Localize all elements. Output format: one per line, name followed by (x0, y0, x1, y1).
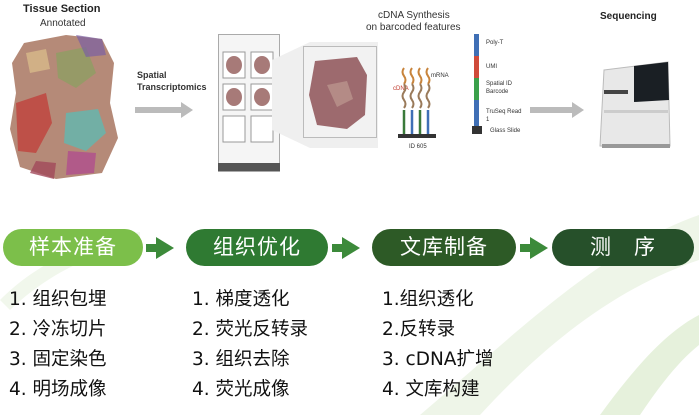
step-pill-sample-prep: 样本准备 (3, 229, 143, 266)
barcode-part-glass-slide: Glass Slide (490, 128, 521, 134)
cdna-synthesis-title-2: on barcoded features (366, 22, 461, 33)
list-item: 1. 梯度透化 (192, 289, 290, 310)
spatial-label-1: Spatial (137, 70, 167, 80)
zoomed-tissue-image (309, 57, 367, 129)
barcode-part-poly-t: Poly-T (486, 40, 504, 46)
cdna-synthesis-title-1: cDNA Synthesis (378, 10, 450, 21)
list-item: 4. 文库构建 (382, 379, 480, 400)
step-pill-tissue-optimization: 组织优化 (186, 229, 328, 266)
list-item: 2. 荧光反转录 (192, 319, 309, 340)
tissue-optimization-list: 1. 梯度透化 2. 荧光反转录 3. 组织去除 4. 荧光成像 (192, 285, 308, 405)
barcode-part-truseq: TruSeq Read 1 (486, 109, 522, 123)
list-item: 3. 固定染色 (9, 349, 107, 370)
mrna-label: mRNA (431, 73, 449, 79)
sample-prep-list: 1. 组织包埋 2. 冷冻切片 3. 固定染色 4. 明场成像 (9, 285, 107, 405)
step-arrow-icon (342, 237, 360, 259)
barcode-part-umi: UMI (486, 64, 497, 70)
step-arrow-stem (332, 244, 344, 252)
step-arrow-icon (530, 237, 548, 259)
list-item: 4. 明场成像 (9, 379, 107, 400)
tissue-section-subtitle: Annotated (40, 18, 86, 29)
list-item: 3. 组织去除 (192, 349, 290, 370)
arrow-right-icon (135, 102, 193, 118)
list-item: 2. 冷冻切片 (9, 319, 107, 340)
list-item: 1.组织透化 (382, 289, 474, 310)
step-arrow-icon (156, 237, 174, 259)
barcoded-strands (398, 67, 436, 138)
step-arrow-stem (520, 244, 532, 252)
sequencer-icon (599, 61, 671, 148)
list-item: 2.反转录 (382, 319, 456, 340)
barcode-part-spatial-id: Spatial ID Barcode (486, 81, 513, 95)
capture-areas (222, 51, 274, 143)
step-arrow-stem (146, 244, 158, 252)
tissue-section-image (10, 35, 118, 179)
step-pill-library-prep: 文库制备 (372, 229, 516, 266)
slide-label-bar (218, 163, 280, 171)
barcode-strand-diagram (472, 34, 482, 134)
id-label: ID 605 (409, 144, 427, 150)
spatial-label-2: Transcriptomics (137, 82, 207, 92)
list-item: 3. cDNA扩增 (382, 349, 494, 370)
sequencing-title: Sequencing (600, 11, 657, 22)
step-pill-sequencing: 测 序 (552, 229, 694, 266)
library-prep-list: 1.组织透化 2.反转录 3. cDNA扩增 4. 文库构建 (382, 285, 493, 405)
list-item: 4. 荧光成像 (192, 379, 290, 400)
tissue-section-title: Tissue Section (23, 3, 101, 15)
list-item: 1. 组织包埋 (9, 289, 107, 310)
arrow-right-icon (530, 102, 584, 118)
cdna-label: cDNA (393, 86, 409, 92)
